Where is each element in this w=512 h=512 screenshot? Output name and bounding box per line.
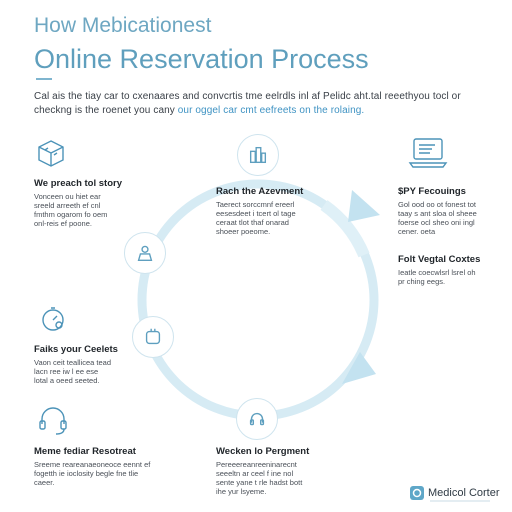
- step-title: Folt Vegtal Coxtes: [398, 254, 481, 265]
- step-description: Vonceen ou hiet ear sreeld arreeth ef cn…: [34, 192, 108, 228]
- step-description: Sreeme reareanaeoneoce eennt ef fogetth …: [34, 460, 151, 487]
- intro-text: Cal ais the tiay car to cxenaares and co…: [34, 91, 461, 116]
- headset-icon: [39, 407, 67, 435]
- step-title: We preach tol story: [34, 178, 122, 189]
- step-title: Faiks your Ceelets: [34, 344, 118, 355]
- step-description: Vaon ceit teallicea tead lacn ree iw l e…: [34, 358, 111, 385]
- ring-node-bottom: [236, 398, 278, 440]
- intro-paragraph: Cal ais the tiay car to cxenaares and co…: [34, 90, 474, 118]
- step-left-top-icon: [36, 138, 66, 168]
- medical-logo-icon: [410, 486, 424, 500]
- brand-footer: Medicol Corter: [410, 486, 500, 500]
- step-description: Gol ood oo ot fonest tot taay s ant sloa…: [398, 200, 477, 236]
- ring-node-top: [237, 134, 279, 176]
- person-icon: [137, 245, 153, 262]
- step-description: Ieatle coecwlsrl lsrel oh pr ching eegs.: [398, 268, 476, 286]
- page-eyebrow: How Mebicationest: [34, 14, 212, 37]
- step-description: Taerect sorccmnf ereerl eesesdeet i tcer…: [216, 200, 296, 236]
- step-description: Pereeereanreeninarecnt seeeltn ar ceel f…: [216, 460, 303, 496]
- intro-highlight: our oggel car cmt eefreets on the rolain…: [177, 105, 365, 116]
- ring-highlight-top: [320, 200, 370, 258]
- page-title: Online Reservation Process: [34, 44, 369, 74]
- ring-arrow-bottom: [342, 352, 376, 384]
- building-icon: [249, 146, 267, 164]
- step-title: $PY Fecouings: [398, 186, 466, 197]
- brand-underline: [430, 500, 490, 502]
- step-left-mid-icon: [38, 304, 68, 334]
- headset-icon: [249, 412, 265, 426]
- laptop-icon: [408, 138, 448, 168]
- stopwatch-icon: [42, 307, 64, 331]
- title-divider: [36, 78, 52, 80]
- step-right-top-icon: [408, 136, 448, 170]
- ring-arrow-top: [348, 190, 380, 222]
- step-title: Meme fediar Resotreat: [34, 446, 136, 457]
- ring-node-left-bottom: [132, 316, 174, 358]
- brand-name: Medicol Corter: [428, 487, 500, 499]
- cube-icon: [38, 140, 64, 167]
- step-left-bottom-icon: [36, 404, 70, 436]
- hand-icon: [145, 328, 161, 345]
- ring-node-left-top: [124, 232, 166, 274]
- step-title: Wecken lo Pergment: [216, 446, 310, 457]
- step-title: Rach the Azevment: [216, 186, 304, 197]
